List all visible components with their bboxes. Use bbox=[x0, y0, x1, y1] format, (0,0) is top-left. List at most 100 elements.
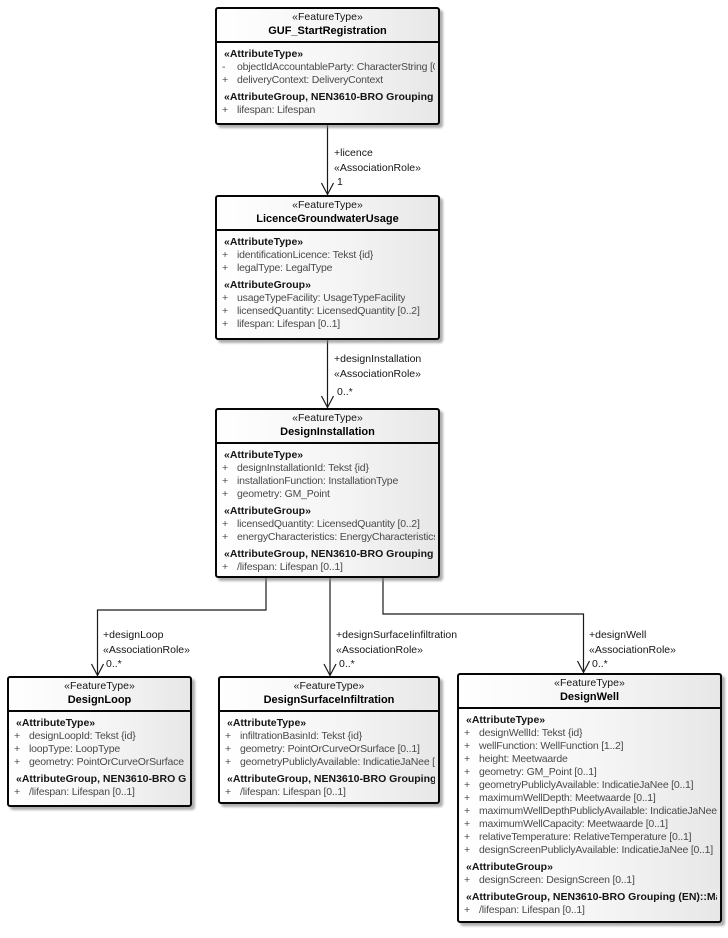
attribute-row: + licensedQuantity: LicensedQuantity [0.… bbox=[220, 518, 435, 531]
class-designloop[interactable]: «FeatureType» DesignLoop «AttributeType»… bbox=[7, 676, 192, 807]
visibility-marker: + bbox=[222, 104, 228, 116]
attribute-text: /lifespan: Lifespan [0..1] bbox=[240, 786, 346, 798]
visibility-marker: + bbox=[464, 792, 470, 804]
visibility-marker: + bbox=[14, 756, 20, 768]
multiplicity-licence: 1 bbox=[337, 176, 343, 188]
attribute-row: + identificationLicence: Tekst {id} bbox=[220, 249, 435, 262]
class-header: «FeatureType» GUF_StartRegistration bbox=[217, 9, 438, 43]
class-stereotype: «FeatureType» bbox=[64, 680, 135, 692]
attribute-text: /lifespan: Lifespan [0..1] bbox=[29, 786, 135, 798]
edge-designwell-arrowhead bbox=[576, 660, 591, 674]
attribute-text: licensedQuantity: LicensedQuantity [0..2… bbox=[237, 305, 420, 317]
role-stereotype: «AssociationRole» bbox=[334, 368, 421, 380]
attribute-row: + installationFunction: InstallationType bbox=[220, 475, 435, 488]
multiplicity-designsurfaceinfiltration: 0..* bbox=[339, 658, 355, 670]
class-name: DesignWell bbox=[559, 691, 620, 703]
visibility-marker: + bbox=[464, 844, 470, 856]
multiplicity-designwell: 0..* bbox=[592, 658, 608, 670]
multiplicity-designloop: 0..* bbox=[106, 658, 122, 670]
class-body: «AttributeType» - objectIdAccountablePar… bbox=[217, 43, 438, 121]
visibility-marker: + bbox=[464, 805, 470, 817]
visibility-marker: + bbox=[225, 756, 231, 768]
section-header: «AttributeType» bbox=[466, 714, 546, 726]
class-stereotype: «FeatureType» bbox=[554, 677, 625, 689]
visibility-marker: + bbox=[14, 786, 20, 798]
visibility-marker: + bbox=[222, 561, 228, 573]
section-header: «AttributeType» bbox=[224, 236, 304, 248]
attribute-row: + designInstallationId: Tekst {id} bbox=[220, 462, 435, 475]
attribute-text: identificationLicence: Tekst {id} bbox=[237, 249, 374, 261]
attribute-text: /lifespan: Lifespan [0..1] bbox=[479, 904, 585, 916]
visibility-marker: + bbox=[225, 730, 231, 742]
attribute-text: geometry: PointOrCurveOrSurface [0..1] bbox=[29, 756, 187, 768]
visibility-marker: + bbox=[225, 743, 231, 755]
class-body: «AttributeType» + designInstallationId: … bbox=[217, 444, 438, 576]
attribute-text: height: Meetwaarde bbox=[479, 753, 568, 765]
visibility-marker: + bbox=[225, 786, 231, 798]
attribute-row: + relativeTemperature: RelativeTemperatu… bbox=[462, 831, 717, 844]
attribute-text: lifespan: Lifespan bbox=[237, 104, 316, 116]
edge-designloop bbox=[96, 578, 267, 675]
visibility-marker: + bbox=[464, 727, 470, 739]
attribute-row: + lifespan: Lifespan bbox=[220, 104, 435, 117]
attribute-row: + geometryPubliclyAvailable: IndicatieJa… bbox=[462, 779, 717, 792]
attribute-text: designScreenPubliclyAvailable: Indicatie… bbox=[479, 844, 713, 856]
edge-licence-arrowhead bbox=[320, 182, 335, 196]
class-name: DesignInstallation bbox=[280, 426, 375, 438]
attribute-row: + /lifespan: Lifespan [0..1] bbox=[220, 561, 435, 574]
class-stereotype: «FeatureType» bbox=[293, 680, 365, 692]
class-guf-startregistration[interactable]: «FeatureType» GUF_StartRegistration «Att… bbox=[215, 7, 440, 125]
role-stereotype: «AssociationRole» bbox=[589, 644, 676, 656]
section-header: «AttributeGroup» bbox=[224, 505, 311, 517]
role-name: +designLoop bbox=[103, 629, 164, 641]
visibility-marker: + bbox=[464, 904, 470, 916]
attribute-text: designScreen: DesignScreen [0..1] bbox=[479, 874, 635, 886]
attribute-row: + legalType: LegalType bbox=[220, 262, 435, 275]
attribute-row: + designScreenPubliclyAvailable: Indicat… bbox=[462, 844, 717, 857]
attribute-row: + geometry: GM_Point [0..1] bbox=[462, 766, 717, 779]
class-designwell[interactable]: «FeatureType» DesignWell «AttributeType»… bbox=[457, 673, 722, 923]
attribute-row: + maximumWellDepth: Meetwaarde [0..1] bbox=[462, 792, 717, 805]
attribute-text: designWellId: Tekst {id} bbox=[479, 727, 583, 739]
visibility-marker: + bbox=[222, 531, 228, 543]
attribute-text: geometry: GM_Point [0..1] bbox=[479, 766, 597, 778]
class-designinstallation[interactable]: «FeatureType» DesignInstallation «Attrib… bbox=[215, 408, 440, 578]
visibility-marker: + bbox=[222, 305, 228, 317]
attribute-row: + maximumWellCapacity: Meetwaarde [0..1] bbox=[462, 818, 717, 831]
class-name: DesignSurfaceInfiltration bbox=[263, 694, 395, 706]
class-header: «FeatureType» DesignSurfaceInfiltration bbox=[220, 678, 438, 712]
class-licencegroundwaterusage[interactable]: «FeatureType» LicenceGroundwaterUsage «A… bbox=[215, 195, 440, 340]
visibility-marker: + bbox=[464, 753, 470, 765]
attribute-text: licensedQuantity: LicensedQuantity [0..2… bbox=[237, 518, 420, 530]
attribute-text: maximumWellDepthPubliclyAvailable: Indic… bbox=[479, 805, 717, 817]
role-name: +licence bbox=[334, 147, 373, 159]
edge-label-designwell: +designWell «AssociationRole» bbox=[589, 628, 676, 658]
visibility-marker: + bbox=[222, 318, 228, 330]
attribute-row: + geometry: PointOrCurveOrSurface [0..1] bbox=[223, 743, 435, 756]
attribute-row: + lifespan: Lifespan [0..1] bbox=[220, 318, 435, 331]
class-designsurfaceinfiltration[interactable]: «FeatureType» DesignSurfaceInfiltration … bbox=[218, 676, 440, 804]
section-header: «AttributeType» bbox=[224, 48, 304, 60]
visibility-marker: + bbox=[222, 74, 228, 86]
visibility-marker: + bbox=[222, 518, 228, 530]
class-body: «AttributeType» + designLoopId: Tekst {i… bbox=[9, 712, 190, 803]
visibility-marker: + bbox=[222, 488, 228, 500]
section-header: «AttributeType» bbox=[224, 449, 304, 461]
visibility-marker: + bbox=[464, 831, 470, 843]
attribute-row: + designWellId: Tekst {id} bbox=[462, 727, 717, 740]
section-header: «AttributeType» bbox=[227, 717, 307, 729]
visibility-marker: + bbox=[464, 766, 470, 778]
attribute-row: - objectIdAccountableParty: CharacterStr… bbox=[220, 61, 435, 74]
attribute-text: infiltrationBasinId: Tekst {id} bbox=[240, 730, 363, 742]
class-stereotype: «FeatureType» bbox=[292, 412, 363, 424]
visibility-marker: + bbox=[222, 292, 228, 304]
section-header: «AttributeGroup, NEN3610-BRO Grouping (E… bbox=[466, 891, 717, 903]
visibility-marker: + bbox=[464, 874, 470, 886]
attribute-text: usageTypeFacility: UsageTypeFacility bbox=[237, 292, 406, 304]
class-name: DesignLoop bbox=[67, 694, 132, 706]
attribute-text: legalType: LegalType bbox=[237, 262, 333, 274]
section-header: «AttributeType» bbox=[16, 717, 96, 729]
edge-designinstallation-arrowhead bbox=[320, 395, 335, 409]
